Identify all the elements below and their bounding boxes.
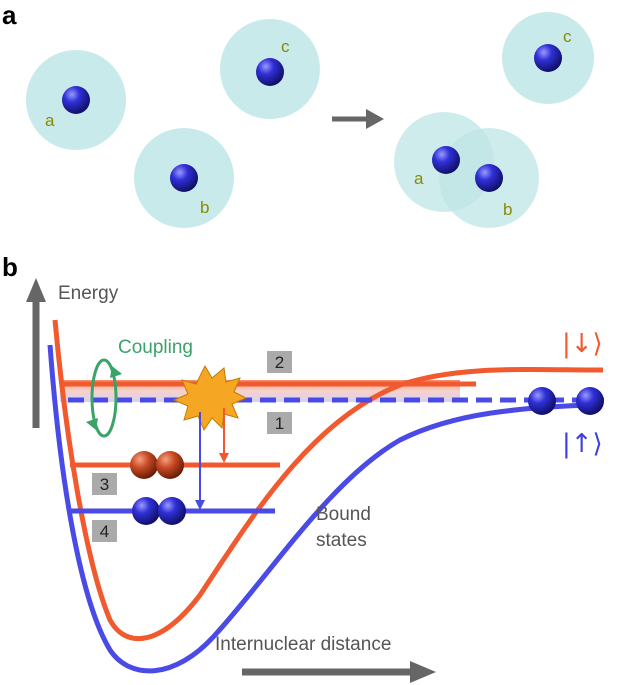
atom-label-b: b — [200, 198, 209, 217]
level-box-1 — [267, 412, 292, 434]
atom-label-c-after: c — [563, 27, 572, 46]
atom-label-c: c — [281, 37, 290, 56]
level-box-2 — [267, 351, 292, 373]
molecule-blue-atom — [158, 497, 186, 525]
molecule-orange-atom — [130, 451, 158, 479]
distance-axis-arrow-icon — [242, 661, 436, 683]
molecule-blue-atom — [132, 497, 160, 525]
atom-a-after — [432, 146, 460, 174]
transition-arrow-icon — [332, 109, 384, 129]
orange-decay-arrow-icon — [219, 408, 229, 463]
bound-states-label-line2: states — [316, 530, 367, 551]
coupling-loop-icon — [86, 358, 122, 438]
coupling-label: Coupling — [118, 337, 193, 358]
atom-label-a-after: a — [414, 169, 424, 188]
energy-axis-arrow-icon — [26, 278, 46, 428]
blue-potential-curve — [47, 344, 604, 674]
panel-a-label: a — [2, 0, 17, 30]
atom-label-b-after: b — [503, 200, 512, 219]
atom-c — [256, 58, 284, 86]
atom-c-after — [534, 44, 562, 72]
molecule-orange-atom — [156, 451, 184, 479]
atom-label-a: a — [45, 111, 55, 130]
blue-decay-arrow-icon — [195, 412, 205, 510]
free-atom — [528, 387, 556, 415]
atom-b — [170, 164, 198, 192]
level-number-2: 2 — [275, 353, 284, 372]
distance-axis-label: Internuclear distance — [215, 634, 391, 655]
collision-burst-icon — [172, 364, 248, 432]
orange-potential-curve — [52, 319, 604, 642]
level-box-3 — [92, 473, 117, 495]
energy-axis-label: Energy — [58, 283, 119, 304]
free-atom — [576, 387, 604, 415]
spin-down-ket: |↓⟩ — [562, 329, 603, 359]
bound-states-label-line1: Bound — [316, 504, 371, 525]
level-number-4: 4 — [100, 522, 109, 541]
level-box-4 — [92, 520, 117, 542]
level-number-1: 1 — [275, 414, 284, 433]
atom-a — [62, 86, 90, 114]
panel-b-label: b — [2, 252, 18, 282]
spin-up-ket: |↑⟩ — [562, 429, 603, 459]
level-number-3: 3 — [100, 475, 109, 494]
atom-b-after — [475, 164, 503, 192]
